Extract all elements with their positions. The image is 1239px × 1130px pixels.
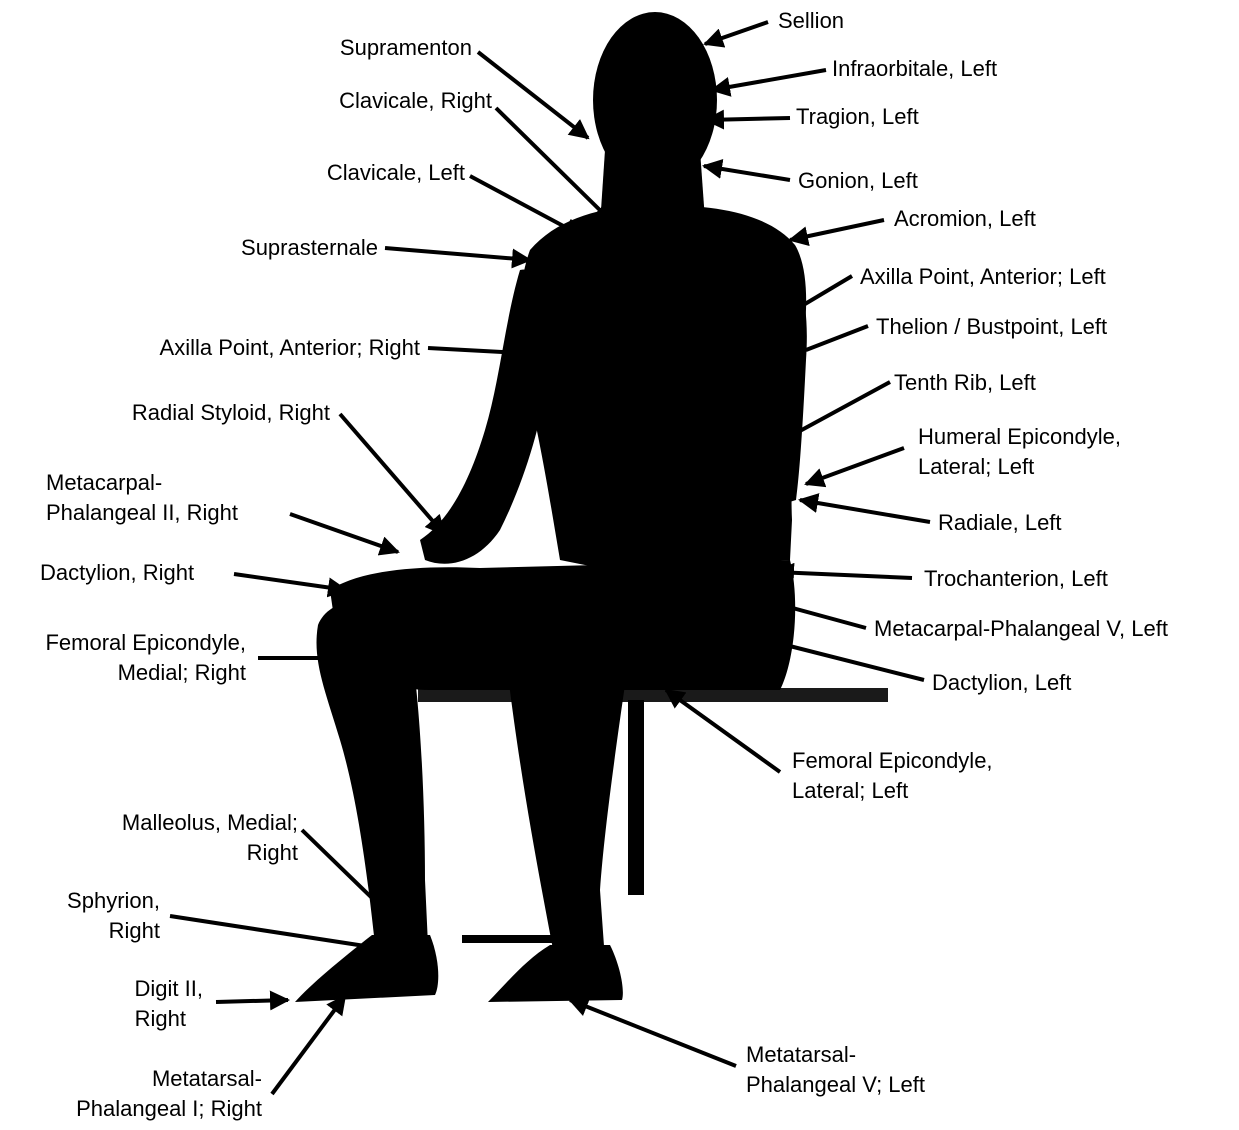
label-sphyrion-right: Sphyrion,Right	[67, 888, 160, 943]
label-radial-styloid-right: Radial Styloid, Right	[132, 400, 330, 425]
label-axilla-anterior-left: Axilla Point, Anterior; Left	[860, 264, 1106, 289]
arrow-malleolus-medial-right	[302, 830, 372, 898]
label-femoral-epicondyle-medial-right: Femoral Epicondyle,Medial; Right	[45, 630, 246, 685]
arrow-supramenton	[478, 52, 588, 138]
arrow-thelion-left	[806, 326, 868, 350]
stool-leg	[628, 700, 644, 895]
arrow-acromion-left	[790, 220, 884, 240]
figure-foot-left	[488, 945, 623, 1002]
arrow-axilla-anterior-left	[805, 276, 852, 304]
label-clavicale-right: Clavicale, Right	[339, 88, 492, 113]
stool-seat	[418, 688, 888, 702]
figure-arm-right	[420, 270, 553, 564]
arrow-trochanterion-left	[776, 572, 912, 578]
label-tenth-rib-left: Tenth Rib, Left	[894, 370, 1036, 395]
label-axilla-anterior-right: Axilla Point, Anterior; Right	[160, 335, 420, 360]
figure-shin-right	[317, 602, 428, 945]
arrow-clavicale-left	[470, 176, 582, 236]
label-tragion-left: Tragion, Left	[796, 104, 919, 129]
label-digit-ii-right: Digit II,Right	[135, 976, 203, 1031]
stool-crossbar	[462, 935, 552, 943]
figure-shin-left	[505, 650, 630, 960]
arrow-tenth-rib-left	[798, 382, 890, 432]
label-metatarsal-phalangeal-v-left: Metatarsal-Phalangeal V; Left	[746, 1042, 925, 1097]
label-acromion-left: Acromion, Left	[894, 206, 1036, 231]
label-dactylion-right: Dactylion, Right	[40, 560, 194, 585]
arrow-metacarpal-phalangeal-ii-right	[290, 514, 398, 552]
label-femoral-epicondyle-lateral-left: Femoral Epicondyle,Lateral; Left	[792, 748, 993, 803]
arrow-metatarsal-phalangeal-v-left	[570, 1000, 736, 1066]
arrow-sellion	[705, 22, 768, 44]
label-supramenton: Supramenton	[340, 35, 472, 60]
label-radiale-left: Radiale, Left	[938, 510, 1062, 535]
arrow-radial-styloid-right	[340, 414, 444, 534]
label-malleolus-medial-right: Malleolus, Medial;Right	[122, 810, 298, 865]
label-trochanterion-left: Trochanterion, Left	[924, 566, 1108, 591]
arrow-clavicale-right	[496, 108, 612, 222]
label-metacarpal-phalangeal-v-left: Metacarpal-Phalangeal V, Left	[874, 616, 1168, 641]
label-metatarsal-phalangeal-i-right: Metatarsal-Phalangeal I; Right	[76, 1066, 262, 1121]
arrow-dactylion-right	[234, 574, 346, 590]
label-thelion-left: Thelion / Bustpoint, Left	[876, 314, 1107, 339]
arrow-metatarsal-phalangeal-i-right	[272, 996, 345, 1094]
label-suprasternale: Suprasternale	[241, 235, 378, 260]
label-clavicale-left: Clavicale, Left	[327, 160, 465, 185]
label-infraorbitale-left: Infraorbitale, Left	[832, 56, 997, 81]
label-metacarpal-phalangeal-ii-right: Metacarpal-Phalangeal II, Right	[46, 470, 238, 525]
arrow-tragion-left	[706, 118, 790, 120]
arrow-humeral-epicondyle-lateral-left	[806, 448, 904, 484]
label-dactylion-left: Dactylion, Left	[932, 670, 1071, 695]
arrow-infraorbitale-left	[712, 70, 826, 90]
arrow-sphyrion-right	[170, 916, 378, 948]
arrow-gonion-left	[704, 166, 790, 180]
label-humeral-epicondyle-lateral-left: Humeral Epicondyle,Lateral; Left	[918, 424, 1121, 479]
figure-torso	[521, 205, 807, 570]
arrow-suprasternale	[385, 248, 530, 260]
label-gonion-left: Gonion, Left	[798, 168, 918, 193]
arrow-digit-ii-right	[216, 1000, 288, 1002]
label-sellion: Sellion	[778, 8, 844, 33]
arrow-femoral-epicondyle-lateral-left	[666, 690, 780, 772]
arrow-radiale-left	[800, 500, 930, 522]
